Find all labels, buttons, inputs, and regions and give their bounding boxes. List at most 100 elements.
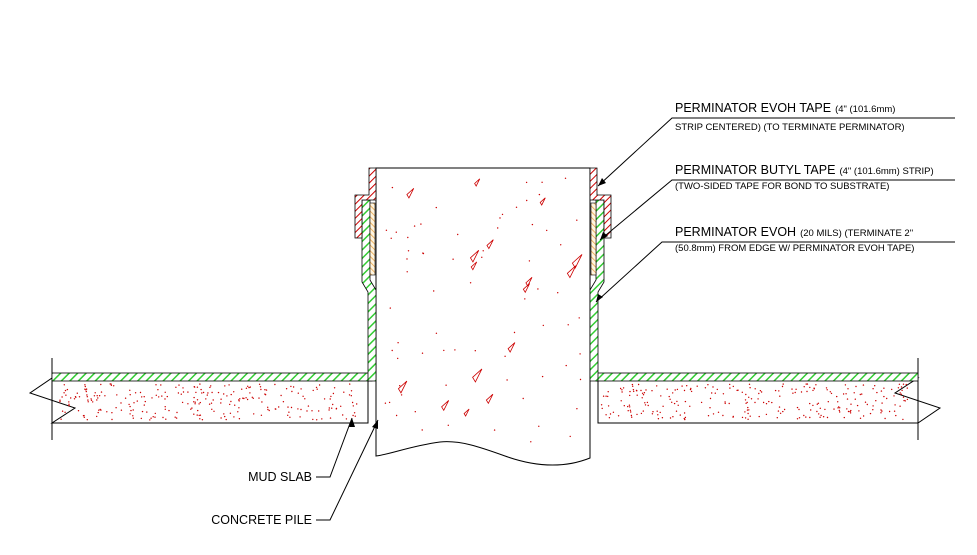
- aggregate-dot: [849, 410, 851, 413]
- aggregate-dot: [838, 406, 840, 408]
- aggregate-dot: [406, 258, 408, 260]
- aggregate-dot: [612, 411, 615, 413]
- aggregate-dot: [406, 271, 408, 273]
- aggregate-dot: [820, 414, 822, 417]
- aggregate-dot: [328, 409, 330, 411]
- aggregate-dot: [724, 401, 726, 403]
- aggregate-dot: [261, 401, 263, 403]
- aggregate-dot: [782, 410, 784, 413]
- aggregate-dot: [166, 395, 168, 398]
- aggregate-dot: [567, 324, 569, 326]
- aggregate-dot: [881, 410, 883, 412]
- aggregate-dot: [880, 390, 883, 392]
- aggregate-dot: [819, 416, 821, 418]
- aggregate-dot: [493, 429, 496, 431]
- aggregate-dot: [248, 386, 250, 389]
- aggregate-dot: [199, 414, 202, 416]
- aggregate-dot: [886, 397, 888, 400]
- aggregate-dot: [904, 400, 906, 402]
- aggregate-dot: [853, 392, 855, 394]
- aggregate-dot: [880, 412, 882, 414]
- aggregate-dot: [132, 415, 134, 417]
- aggregate-dot: [676, 400, 678, 403]
- aggregate-dot: [605, 395, 607, 397]
- aggregate-dot: [223, 413, 225, 415]
- aggregate-dot: [620, 400, 622, 402]
- aggregate-dot: [673, 402, 676, 405]
- aggregate-dot: [100, 391, 103, 393]
- aggregate-dot: [340, 405, 342, 407]
- aggregate-dot: [854, 398, 856, 400]
- aggregate-dot: [100, 383, 102, 386]
- aggregate-dot: [316, 419, 318, 421]
- aggregate-dot: [345, 418, 348, 420]
- aggregate-dot: [97, 397, 99, 399]
- aggregate-dot: [862, 415, 865, 417]
- aggregate-dot: [900, 393, 903, 395]
- aggregate-dot: [729, 387, 731, 389]
- aggregate-dot: [844, 384, 847, 386]
- aggregate-dot: [899, 405, 901, 407]
- aggregate-dot: [329, 398, 331, 400]
- aggregate-dot: [905, 383, 907, 386]
- aggregate-dot: [400, 394, 403, 396]
- aggregate-dot: [805, 383, 807, 385]
- aggregate-dot: [806, 390, 808, 393]
- aggregate-dot: [435, 332, 438, 334]
- aggregate-dot: [779, 395, 781, 397]
- aggregate-dot: [657, 418, 660, 420]
- aggregate-dot: [643, 392, 646, 394]
- aggregate-dot: [898, 383, 901, 385]
- aggregate-dot: [838, 409, 840, 412]
- aggregate-dot: [872, 405, 874, 407]
- aggregate-dot: [712, 413, 715, 415]
- aggregate-dot: [287, 414, 289, 416]
- aggregate-dot: [894, 404, 896, 406]
- aggregate-dot: [837, 407, 839, 409]
- aggregate-dot: [146, 411, 148, 413]
- aggregate-dot: [68, 401, 70, 403]
- aggregate-dot: [745, 393, 747, 396]
- aggregate-triangle: [441, 400, 450, 412]
- aggregate-dot: [818, 413, 820, 415]
- aggregate-dot: [607, 391, 609, 393]
- aggregate-dot: [384, 402, 387, 404]
- evoh-tape-title: PERMINATOR EVOH TAPE: [675, 101, 831, 115]
- aggregate-dot: [115, 407, 117, 409]
- aggregate-dot: [709, 407, 711, 409]
- aggregate-dot: [565, 364, 567, 367]
- aggregate-dot: [389, 307, 391, 309]
- aggregate-dot: [771, 401, 773, 404]
- aggregate-dot: [397, 357, 399, 360]
- aggregate-dot: [528, 260, 531, 262]
- aggregate-dot: [783, 408, 786, 411]
- aggregate-dot: [671, 401, 673, 403]
- aggregate-dot: [110, 383, 112, 385]
- aggregate-dot: [61, 396, 63, 398]
- aggregate-dot: [300, 388, 302, 390]
- aggregate-dot: [641, 392, 644, 394]
- aggregate-triangle: [525, 277, 533, 287]
- aggregate-dot: [714, 392, 716, 394]
- aggregate-dot: [803, 414, 805, 417]
- aggregate-dot: [560, 244, 562, 246]
- aggregate-dot: [641, 397, 643, 399]
- aggregate-dot: [891, 388, 893, 391]
- aggregate-dot: [111, 418, 113, 421]
- aggregate-dot: [161, 395, 163, 397]
- aggregate-dot: [332, 392, 335, 395]
- aggregate-dot: [99, 408, 101, 411]
- aggregate-dot: [744, 411, 746, 413]
- butyl-tape: [369, 202, 597, 276]
- aggregate-dot: [328, 407, 330, 409]
- aggregate-dot: [198, 414, 200, 417]
- aggregate-dot: [906, 398, 909, 401]
- aggregate-dot: [903, 399, 905, 402]
- aggregate-dot: [690, 390, 693, 393]
- aggregate-dot: [842, 393, 845, 395]
- aggregate-dot: [267, 406, 269, 408]
- aggregate-dot: [129, 413, 131, 415]
- aggregate-dot: [782, 383, 784, 385]
- aggregate-dot: [747, 418, 749, 420]
- aggregate-dot: [87, 401, 89, 403]
